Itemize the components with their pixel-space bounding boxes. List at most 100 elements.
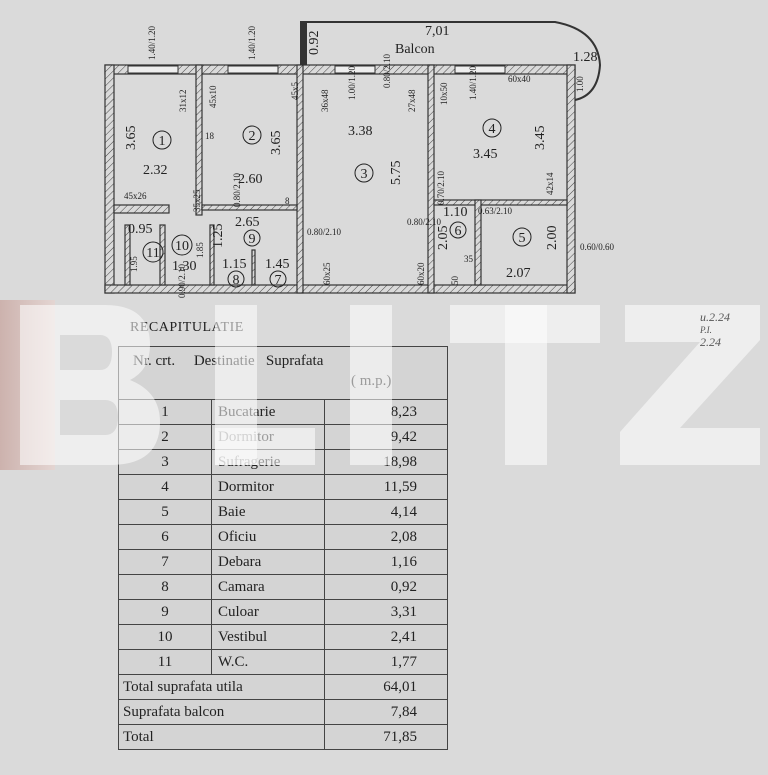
room-width: 1.30: [172, 259, 197, 274]
balcony-corner: 1.28: [573, 50, 598, 65]
room-width: 0.95: [128, 222, 153, 237]
svg-text:35: 35: [464, 254, 474, 264]
row-sup: 18,98: [324, 449, 448, 475]
room-number: 6: [455, 224, 462, 239]
room-height: 1.95: [129, 256, 139, 272]
svg-text:1.40/1.20: 1.40/1.20: [468, 65, 478, 100]
room-number: 4: [489, 122, 496, 137]
svg-text:60x40: 60x40: [508, 74, 531, 84]
row-nr: 4: [118, 474, 212, 500]
svg-text:45x26: 45x26: [124, 191, 147, 201]
svg-text:60x20: 60x20: [416, 262, 426, 285]
balcony-outline: [300, 21, 602, 101]
svg-text:42x14: 42x14: [545, 172, 555, 195]
svg-text:0.80/2.10: 0.80/2.10: [382, 53, 392, 88]
room-height: 1.85: [195, 242, 205, 258]
room-height: 3.45: [533, 126, 548, 151]
header-dest: Destinatie: [193, 353, 255, 369]
row-dest: Debara: [211, 549, 325, 575]
row-dest: Culoar: [211, 599, 325, 625]
svg-text:1.00/1.20: 1.00/1.20: [347, 65, 357, 100]
row-nr: 5: [118, 499, 212, 525]
row-nr: 2: [118, 424, 212, 450]
svg-text:0.90/2.10: 0.90/2.10: [177, 263, 187, 298]
svg-text:27x48: 27x48: [407, 89, 417, 112]
row-dest: W.C.: [211, 649, 325, 675]
room-number: 10: [175, 239, 189, 254]
total-label: Total suprafata utila: [118, 674, 325, 700]
floor-plan: 1 2.32 3.65 2 2.60 3.65 3 3.38 5.75 4 3.…: [104, 21, 615, 298]
row-sup: 0,92: [324, 574, 448, 600]
row-dest: Sufragerie: [211, 449, 325, 475]
header-sup: Suprafata: [265, 353, 324, 369]
svg-text:0.60/0.60: 0.60/0.60: [580, 242, 615, 252]
row-dest: Dormitor: [211, 474, 325, 500]
row-nr: 9: [118, 599, 212, 625]
table-header: Nr. crt. Destinatie Suprafata ( m.p.): [118, 346, 448, 400]
room-height: 2.00: [545, 226, 560, 251]
row-sup: 2,08: [324, 524, 448, 550]
row-dest: Dormitor: [211, 424, 325, 450]
room-height: 3.65: [124, 126, 139, 151]
room-number: 9: [249, 232, 256, 247]
row-nr: 11: [118, 649, 212, 675]
photo-edge: [0, 300, 55, 470]
svg-text:0.63/2.10: 0.63/2.10: [478, 206, 513, 216]
room-number: 11: [146, 246, 159, 261]
row-nr: 1: [118, 399, 212, 425]
row-sup: 2,41: [324, 624, 448, 650]
svg-text:31x12: 31x12: [178, 90, 188, 113]
svg-text:18: 18: [205, 131, 215, 141]
room-number: 2: [249, 129, 256, 144]
svg-text:0.80/2.10: 0.80/2.10: [407, 217, 442, 227]
balcony-depth: 0.92: [307, 31, 322, 56]
total-value: 64,01: [324, 674, 448, 700]
balcony-width: 7,01: [425, 24, 450, 39]
row-nr: 7: [118, 549, 212, 575]
total-value: 71,85: [324, 724, 448, 750]
row-dest: Baie: [211, 499, 325, 525]
svg-text:45x5: 45x5: [290, 82, 300, 101]
room-height: 2.05: [436, 226, 451, 251]
room-number: 5: [519, 231, 526, 246]
row-dest: Vestibul: [211, 624, 325, 650]
room-width: 2.07: [506, 266, 531, 281]
svg-text:10x50: 10x50: [439, 82, 449, 105]
row-nr: 8: [118, 574, 212, 600]
room-number: 7: [275, 273, 282, 288]
room-width: 1.45: [265, 257, 290, 272]
svg-text:0.80/2.10: 0.80/2.10: [307, 227, 342, 237]
row-dest: Camara: [211, 574, 325, 600]
room-width: 2.60: [238, 172, 263, 187]
room-width: 2.65: [235, 215, 260, 230]
svg-text:35x25: 35x25: [192, 189, 202, 212]
dimension-annotations: 1.40/1.20 1.40/1.20 1.00/1.20 1.40/1.20 …: [124, 25, 615, 298]
header-unit: ( m.p.): [351, 373, 392, 389]
row-nr: 6: [118, 524, 212, 550]
room-height: 1.25: [211, 224, 226, 249]
room-width: 3.45: [473, 147, 498, 162]
row-nr: 10: [118, 624, 212, 650]
row-nr: 3: [118, 449, 212, 475]
total-label: Suprafata balcon: [118, 699, 325, 725]
svg-text:50: 50: [450, 276, 460, 286]
svg-text:36x48: 36x48: [320, 89, 330, 112]
handwritten-notes: u.2.24 P.I. 2.24: [700, 310, 730, 349]
svg-text:8: 8: [285, 196, 290, 206]
row-sup: 9,42: [324, 424, 448, 450]
svg-text:0.80/2.10: 0.80/2.10: [232, 172, 242, 207]
row-dest: Oficiu: [211, 524, 325, 550]
room-number: 3: [361, 167, 368, 182]
svg-text:60x25: 60x25: [322, 262, 332, 285]
